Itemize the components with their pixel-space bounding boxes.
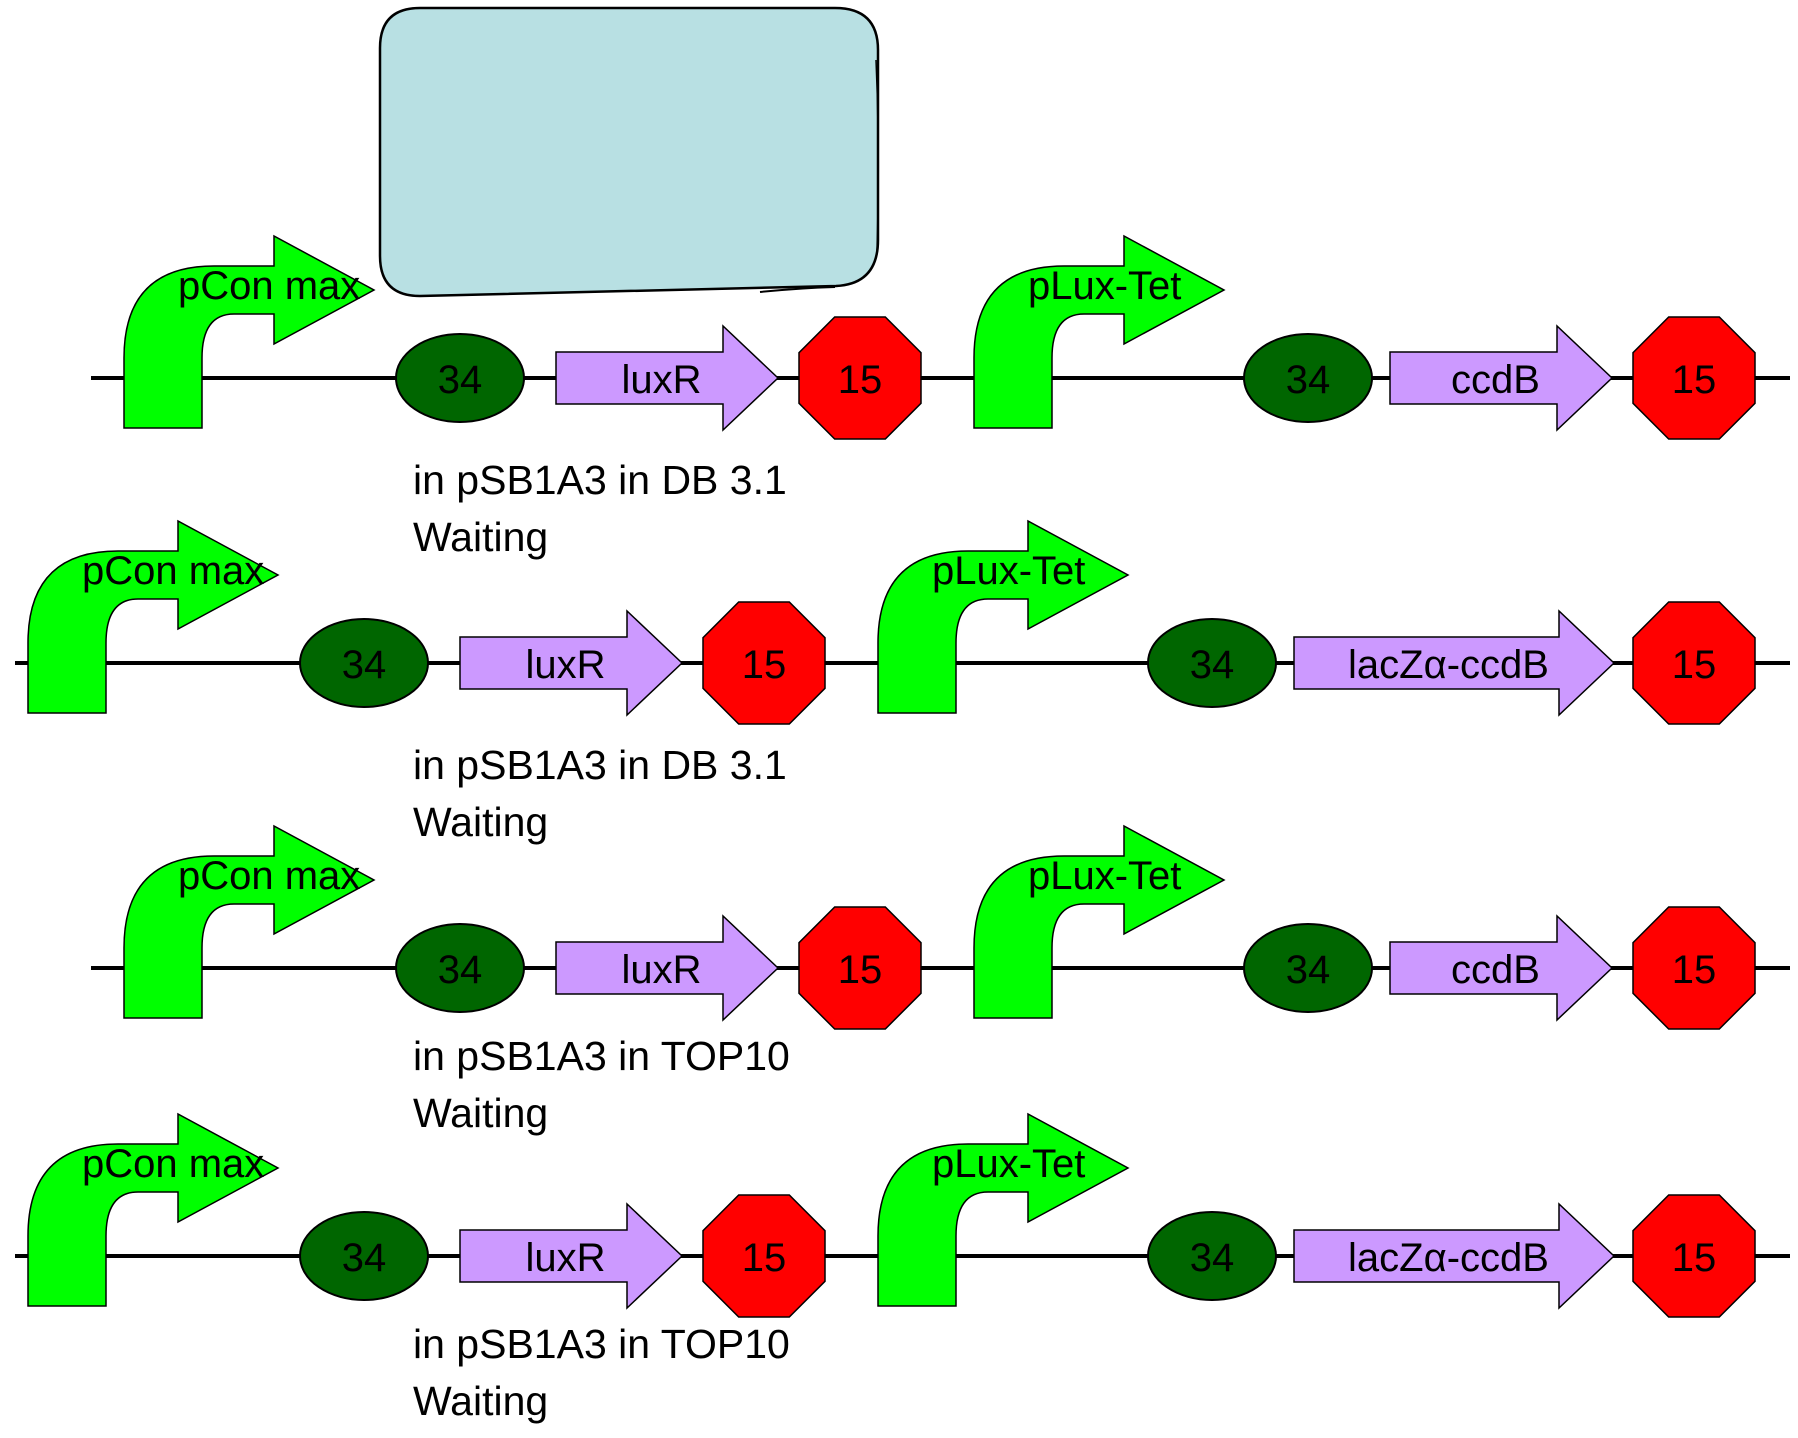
cds-2-label: ccdB (1451, 358, 1540, 402)
cds-2-label: lacZα-ccdB (1348, 1236, 1549, 1280)
rbs-1: 34 (299, 618, 429, 708)
terminator-1-label: 15 (742, 1236, 787, 1280)
rbs-1: 34 (299, 1211, 429, 1301)
rbs-2: 34 (1147, 1211, 1277, 1301)
cds-1: luxR (459, 1202, 684, 1310)
cds-2: ccdB (1389, 914, 1614, 1022)
terminator-2-label: 15 (1672, 358, 1717, 402)
terminator-2-label: 15 (1672, 948, 1717, 992)
rbs-2-label: 34 (1286, 948, 1331, 992)
caption-status: Waiting (413, 1378, 549, 1424)
rbs-2-label: 34 (1286, 358, 1331, 402)
terminator-1-label: 15 (838, 948, 883, 992)
terminator-2: 15 (1632, 1194, 1756, 1318)
cds-2: lacZα-ccdB (1293, 609, 1616, 717)
promoter-2-label: pLux-Tet (932, 1142, 1085, 1186)
rbs-1-label: 34 (438, 358, 483, 402)
terminator-2: 15 (1632, 906, 1756, 1030)
cds-1: luxR (555, 324, 780, 432)
rbs-2-label: 34 (1190, 643, 1235, 687)
promoter-1-label: pCon max (82, 1142, 264, 1186)
cds-1-label: luxR (525, 1236, 605, 1280)
caption-strain: in pSB1A3 in DB 3.1 (413, 742, 787, 788)
rbs-1: 34 (395, 333, 525, 423)
cds-2-label: ccdB (1451, 948, 1540, 992)
terminator-2: 15 (1632, 316, 1756, 440)
caption-strain: in pSB1A3 in DB 3.1 (413, 457, 787, 503)
promoter-2-label: pLux-Tet (1028, 854, 1181, 898)
rbs-2-label: 34 (1190, 1236, 1235, 1280)
terminator-2: 15 (1632, 601, 1756, 725)
promoter-1: pCon max (123, 234, 376, 429)
rbs-1-label: 34 (342, 1236, 387, 1280)
construct-row: pCon max 34 luxR 15 pLux-Tet 34 ccdB 15 (91, 234, 1790, 440)
cds-2-label: lacZα-ccdB (1348, 643, 1549, 687)
construct-row: pCon max 34 luxR 15 pLux-Tet 34 lacZα-ccdB 15 (15, 519, 1790, 725)
terminator-2-label: 15 (1672, 1236, 1717, 1280)
promoter-2: pLux-Tet (877, 1112, 1130, 1307)
cds-1: luxR (459, 609, 684, 717)
terminator-1: 15 (798, 906, 922, 1030)
caption-status: Waiting (413, 514, 549, 560)
caption-status: Waiting (413, 799, 549, 845)
rbs-1: 34 (395, 923, 525, 1013)
terminator-1: 15 (702, 1194, 826, 1318)
rbs-2: 34 (1243, 923, 1373, 1013)
construct-row: pCon max 34 luxR 15 pLux-Tet 34 ccdB 15 (91, 824, 1790, 1030)
promoter-1-label: pCon max (82, 549, 264, 593)
promoter-2-label: pLux-Tet (932, 549, 1085, 593)
terminator-2-label: 15 (1672, 643, 1717, 687)
construct-row: pCon max 34 luxR 15 pLux-Tet 34 lacZα-ccdB 15 (15, 1112, 1790, 1318)
cds-1-label: luxR (621, 358, 701, 402)
promoter-2: pLux-Tet (877, 519, 1130, 714)
promoter-1: pCon max (27, 1112, 280, 1307)
promoter-2: pLux-Tet (973, 234, 1226, 429)
promoter-1-label: pCon max (178, 264, 360, 308)
terminator-1: 15 (798, 316, 922, 440)
terminator-1: 15 (702, 601, 826, 725)
caption-strain: in pSB1A3 in TOP10 (413, 1321, 790, 1367)
rbs-2: 34 (1243, 333, 1373, 423)
promoter-2-label: pLux-Tet (1028, 264, 1181, 308)
terminator-1-label: 15 (838, 358, 883, 402)
cds-1: luxR (555, 914, 780, 1022)
promoter-1: pCon max (27, 519, 280, 714)
cds-1-label: luxR (525, 643, 605, 687)
rbs-1-label: 34 (438, 948, 483, 992)
note-box (378, 6, 880, 298)
caption-status: Waiting (413, 1090, 549, 1136)
promoter-1-label: pCon max (178, 854, 360, 898)
rbs-1-label: 34 (342, 643, 387, 687)
cds-1-label: luxR (621, 948, 701, 992)
terminator-1-label: 15 (742, 643, 787, 687)
rbs-2: 34 (1147, 618, 1277, 708)
promoter-2: pLux-Tet (973, 824, 1226, 1019)
cds-2: ccdB (1389, 324, 1614, 432)
caption-strain: in pSB1A3 in TOP10 (413, 1033, 790, 1079)
cds-2: lacZα-ccdB (1293, 1202, 1616, 1310)
promoter-1: pCon max (123, 824, 376, 1019)
